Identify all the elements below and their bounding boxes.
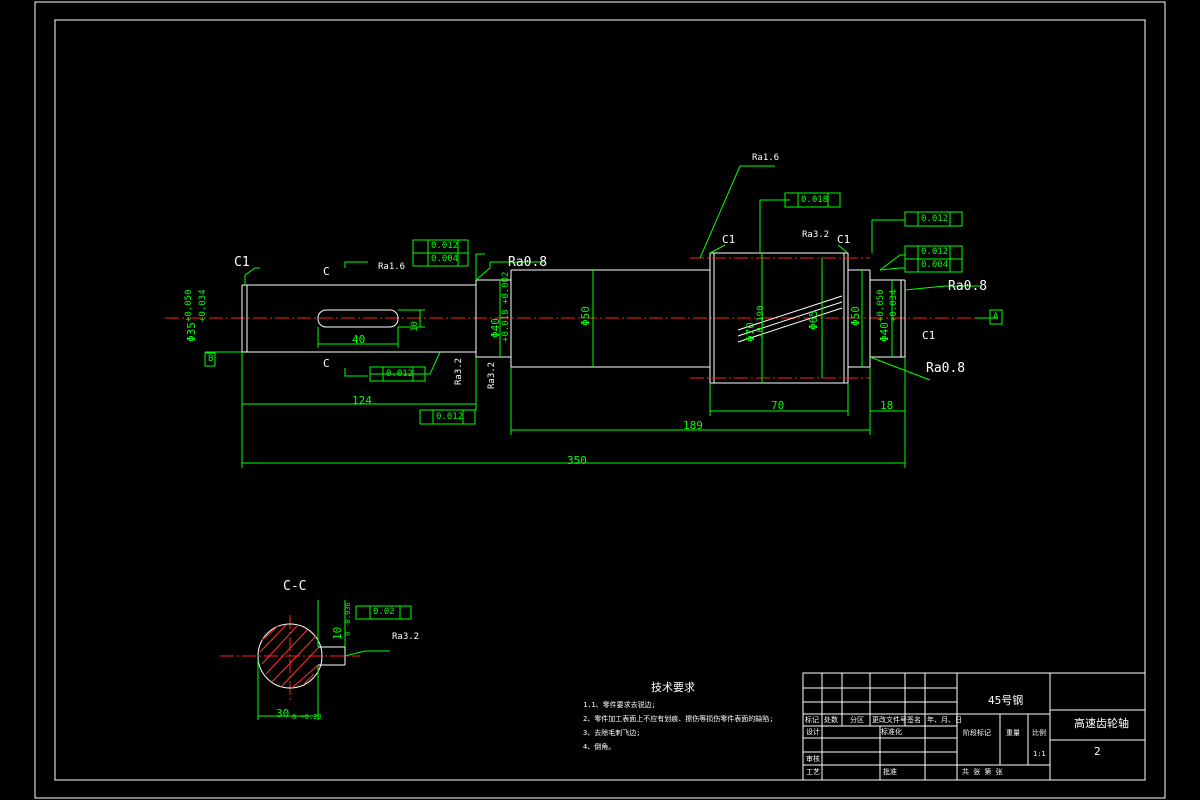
title-count: 处数 (824, 716, 838, 724)
dim-keyway-width: 10 (409, 321, 420, 332)
roughness-ra16-top: Ra1.6 (752, 153, 780, 163)
title-standardize: 标准化 (881, 728, 902, 736)
notes-line-1: 1.1、零件要求去锐边; (583, 701, 656, 709)
dim-overall: 350 (567, 454, 587, 467)
roughness-ra32-shoulder-a: Ra3.2 (454, 357, 464, 385)
cut-marker-top: C (323, 265, 330, 278)
dim-shaft-dia-2: Φ50 (849, 306, 862, 326)
dim-left-dia: Φ35 (185, 322, 198, 342)
tol-cyl-004-left: 0.004 (431, 254, 459, 264)
dim-bearing-right-tol-lower: +0.034 (889, 289, 899, 322)
title-scale-label: 比例 (1032, 729, 1046, 737)
dim-bearing-left-dia: Φ40 (489, 318, 502, 338)
title-stage-label: 阶段标记 (963, 729, 991, 737)
title-part-name: 高速齿轮轴 (1074, 717, 1129, 730)
tol-runout-012-key: 0.012 (386, 369, 414, 379)
tol-runout-012-bottom: 0.012 (436, 412, 464, 422)
notes-line-2: 2、零件加工表面上不应有划痕、擦伤等损伤零件表面的缺陷; (583, 715, 774, 723)
datum-b: B (208, 354, 214, 364)
section-title: C-C (283, 579, 307, 594)
dim-bearing-left-tol: +0.018 +0.002 (501, 271, 511, 342)
title-sign: 签名 (907, 716, 921, 724)
title-process: 工艺 (806, 768, 820, 776)
roughness-ra32-gear: Ra3.2 (802, 230, 830, 240)
dimension-lines (205, 165, 998, 468)
title-weight-label: 重量 (1006, 729, 1020, 737)
tol-runout-018: 0.018 (801, 195, 829, 205)
chamfer-gear-right: C1 (837, 233, 851, 246)
title-design: 设计 (806, 728, 820, 736)
shaft-profile (241, 252, 906, 384)
title-change-doc: 更改文件号 (872, 716, 907, 724)
dim-gear-width: 70 (771, 399, 785, 412)
notes-title: 技术要求 (651, 681, 695, 694)
roughness-ra16-keyway: Ra1.6 (378, 262, 406, 272)
dim-gear-root-dia: Φ65 (807, 310, 820, 330)
title-sheets: 共 张 第 张 (962, 768, 1003, 776)
dim-left-dia-tol-lower: +0.034 (198, 289, 208, 322)
title-scale-value: 1:1 (1033, 750, 1046, 758)
datum-a: A (993, 312, 999, 322)
tol-runout-012-left: 0.012 (431, 241, 459, 251)
roughness-ra32-shoulder-b: Ra3.2 (487, 361, 497, 389)
dim-bearing-right-dia: Φ40 (878, 322, 891, 342)
dim-section-width-tol: 0 -0.20 (292, 713, 322, 721)
chamfer-right: C1 (922, 329, 936, 342)
dim-keyway-length: 40 (352, 333, 366, 346)
outer-frame (34, 1, 1166, 799)
dim-gear-tip-dia: Φ70 (744, 322, 757, 342)
section-view (220, 600, 390, 720)
tol-runout-012-right: 0.012 (921, 247, 949, 257)
title-approve: 批准 (883, 768, 897, 776)
title-material: 45号钢 (988, 694, 1024, 707)
roughness-ra32-section: Ra3.2 (392, 632, 420, 642)
notes-line-4: 4、倒角。 (583, 743, 616, 751)
dim-left-length: 124 (352, 394, 372, 407)
chamfer-gear-left: C1 (722, 233, 736, 246)
dim-gear-tip-tol: -0.190 (756, 305, 766, 338)
roughness-ra08-right-bottom: Ra0.8 (926, 361, 966, 376)
title-block-grid (802, 672, 1146, 781)
roughness-ra08-right-top: Ra0.8 (948, 279, 988, 294)
dim-section-depth: 10 (331, 626, 344, 640)
tol-cyl-004-right: 0.004 (921, 260, 949, 270)
inner-frame (54, 19, 1146, 781)
dim-middle-length: 189 (683, 419, 703, 432)
dim-left-dia-tol-upper: +0.050 (184, 289, 194, 322)
chamfer-left: C1 (234, 255, 250, 270)
tol-runout-012-top: 0.012 (921, 214, 949, 224)
tolerance-frames (204, 192, 1003, 620)
dim-section-depth-tol: 0 -0.036 (344, 602, 352, 636)
title-date: 年、月、日 (927, 716, 962, 724)
tol-sym-002: 0.02 (373, 607, 395, 617)
cut-marker-bottom: C (323, 357, 330, 370)
title-drawing-no: 2 (1094, 745, 1101, 758)
title-mark: 标记 (805, 716, 819, 724)
roughness-ra08-left: Ra0.8 (508, 255, 548, 270)
title-review: 审核 (806, 755, 820, 763)
dim-right-length: 18 (880, 399, 894, 412)
dim-bearing-right-tol-upper: +0.050 (876, 289, 886, 322)
dim-section-width: 30 (276, 707, 290, 720)
title-zone: 分区 (850, 716, 864, 724)
notes-line-3: 3、去除毛刺飞边; (583, 729, 641, 737)
dim-shaft-dia-1: Φ50 (579, 306, 592, 326)
